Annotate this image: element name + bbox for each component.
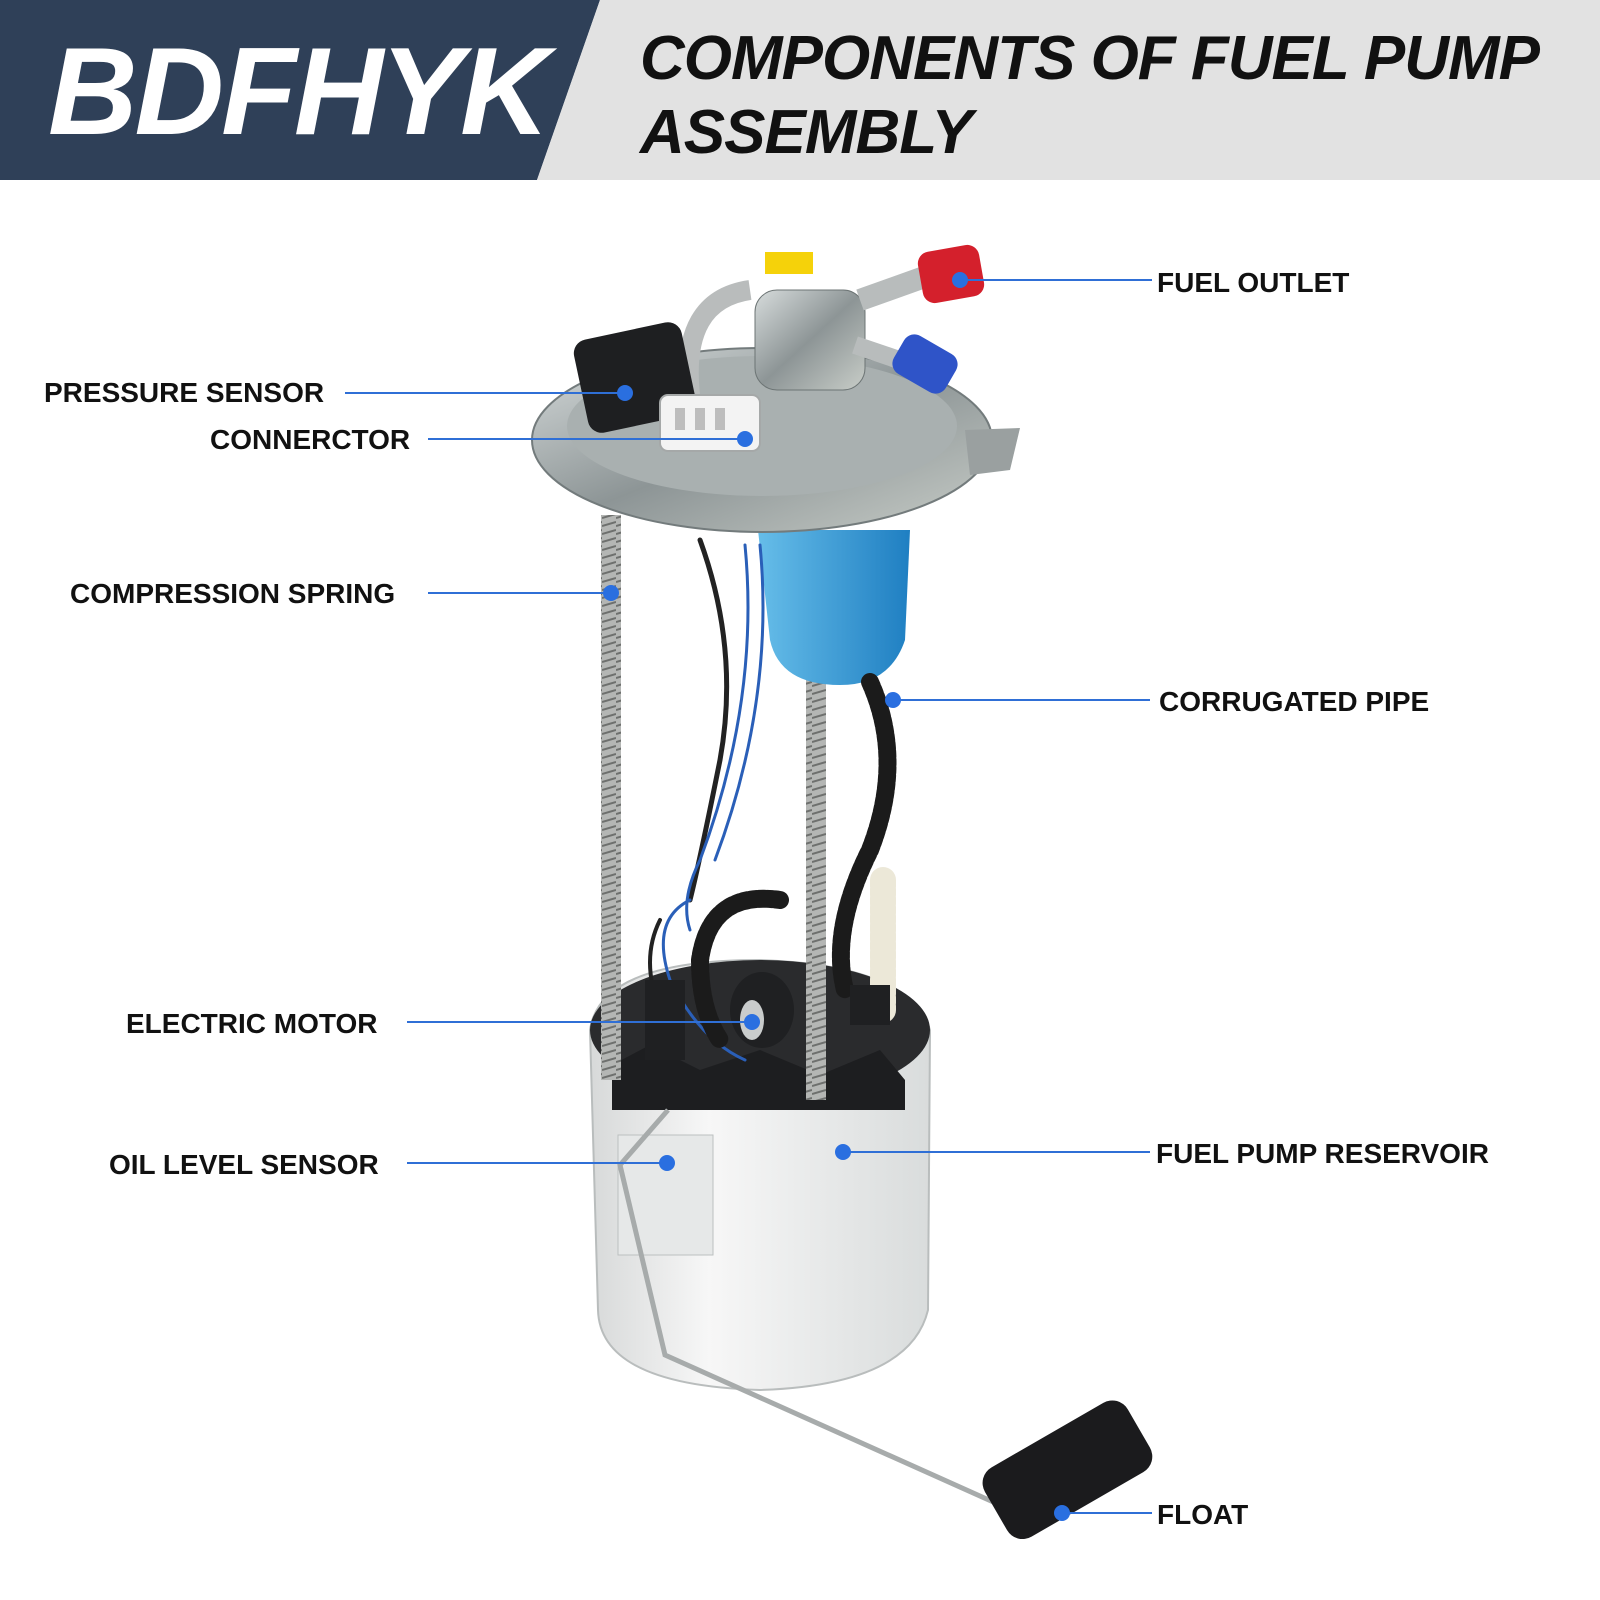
dot-corrugated-pipe	[885, 692, 901, 708]
dot-fuel-pump-reservoir	[835, 1144, 851, 1160]
dot-float	[1054, 1505, 1070, 1521]
brand-block	[0, 0, 600, 180]
electrical-connector	[659, 394, 761, 452]
leader-lines	[345, 279, 1152, 1514]
dot-oil-level-sensor	[659, 1155, 675, 1171]
label-pressure-sensor: PRESSURE SENSOR	[44, 377, 325, 408]
label-float: FLOAT	[1157, 1499, 1249, 1530]
filter-cup	[758, 530, 910, 685]
label-electric-motor: ELECTRIC MOTOR	[126, 1008, 378, 1039]
dot-fuel-outlet	[952, 272, 968, 288]
dot-electric-motor	[744, 1014, 760, 1030]
title-band	[537, 0, 1600, 180]
title-line-1: COMPONENTS OF FUEL PUMP	[640, 24, 1540, 93]
brand-logo-text: BDFHYK	[48, 23, 550, 161]
label-corrugated-pipe: CORRUGATED PIPE	[1159, 686, 1430, 717]
dot-pressure-sensor	[617, 385, 633, 401]
header-banner: BDFHYK COMPONENTS OF FUEL PUMP ASSEMBLY	[0, 0, 1600, 180]
label-oil-level-sensor: OIL LEVEL SENSOR	[109, 1149, 379, 1180]
label-connector: CONNERCTOR	[210, 424, 411, 455]
reservoir-body	[588, 958, 932, 1392]
dot-compression-spring	[603, 585, 619, 601]
label-fuel-outlet: FUEL OUTLET	[1157, 267, 1350, 298]
title-line-2: ASSEMBLY	[640, 98, 973, 167]
fuel-pump-diagram	[345, 244, 1153, 1540]
label-compression-spring: COMPRESSION SPRING	[70, 578, 396, 609]
compression-spring-left	[601, 515, 621, 1080]
dot-connector	[737, 431, 753, 447]
label-fuel-pump-reservoir: FUEL PUMP RESERVOIR	[1156, 1138, 1489, 1169]
float-assembly	[617, 1108, 1153, 1540]
callout-dots	[603, 272, 1070, 1521]
page-title: COMPONENTS OF FUEL PUMP ASSEMBLY	[640, 22, 1580, 170]
